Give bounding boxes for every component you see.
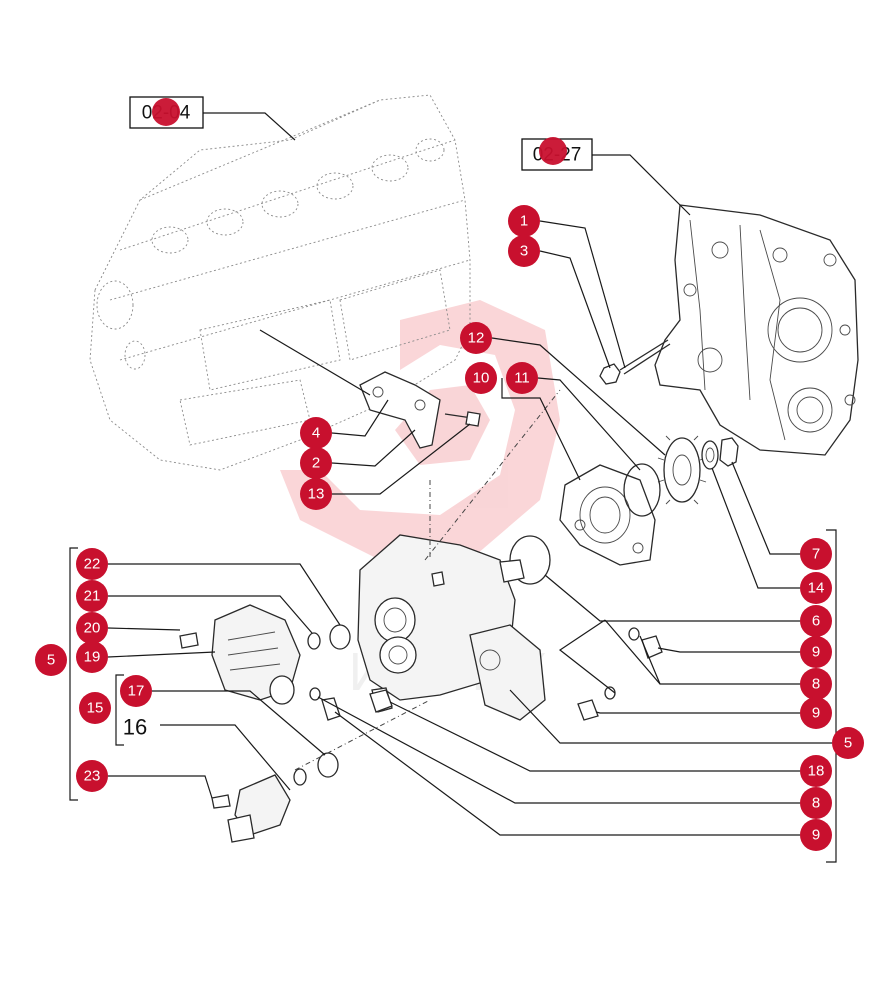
svg-text:5: 5: [844, 735, 852, 752]
svg-text:13: 13: [308, 486, 325, 503]
svg-text:9: 9: [812, 827, 820, 844]
drive-gear-drawing: [657, 435, 707, 505]
callout-9-lower[interactable]: 9: [800, 819, 832, 851]
solenoid-valve-drawing: [211, 774, 291, 843]
svg-text:5: 5: [47, 652, 55, 669]
svg-text:23: 23: [84, 768, 101, 785]
side-actuator-drawing: [179, 604, 301, 705]
callout-6[interactable]: 6: [800, 605, 832, 637]
callout-3[interactable]: 3: [508, 235, 540, 267]
svg-text:20: 20: [84, 620, 101, 637]
svg-text:9: 9: [812, 644, 820, 661]
callout-8-upper[interactable]: 8: [800, 668, 832, 700]
callout-17[interactable]: 17: [120, 675, 152, 707]
svg-text:7: 7: [812, 546, 820, 563]
callout-11[interactable]: 11: [506, 362, 538, 394]
stud-and-nut-drawing: [599, 339, 671, 385]
svg-text:10: 10: [473, 370, 490, 387]
assembly-centerlines: [294, 389, 561, 771]
callout-23[interactable]: 23: [76, 760, 108, 792]
svg-text:16: 16: [123, 715, 147, 740]
injection-pump-drawing: [357, 534, 546, 721]
callout-15[interactable]: 15: [79, 692, 111, 724]
callout-5-right[interactable]: 5: [832, 727, 864, 759]
callout-13[interactable]: 13: [300, 478, 332, 510]
svg-text:19: 19: [84, 649, 101, 666]
callout-21[interactable]: 21: [76, 580, 108, 612]
pump-flange-drawing: [509, 463, 661, 585]
callout-10[interactable]: 10: [465, 362, 497, 394]
callout-20[interactable]: 20: [76, 612, 108, 644]
svg-text:18: 18: [808, 763, 825, 780]
callout-1[interactable]: 1: [508, 205, 540, 237]
mounting-bracket-drawing: [259, 329, 481, 449]
callout-22[interactable]: 22: [76, 548, 108, 580]
leader-lines: [107, 112, 832, 836]
label-16[interactable]: 16: [123, 715, 147, 740]
callout-9-upper[interactable]: 9: [800, 636, 832, 668]
svg-text:17: 17: [128, 683, 145, 700]
svg-text:11: 11: [514, 370, 530, 387]
callout-19[interactable]: 19: [76, 641, 108, 673]
svg-text:12: 12: [468, 330, 485, 347]
svg-text:8: 8: [812, 676, 820, 693]
ref-box-engine-block: 02-04: [129, 96, 204, 129]
svg-text:2: 2: [312, 455, 320, 472]
svg-text:6: 6: [812, 613, 820, 630]
seals-and-fittings-drawing: [293, 624, 663, 786]
callout-18[interactable]: 18: [800, 755, 832, 787]
callout-14[interactable]: 14: [800, 572, 832, 604]
callout-5-left[interactable]: 5: [35, 644, 67, 676]
svg-text:9: 9: [812, 705, 820, 722]
gear-washer-nut-drawing: [701, 437, 739, 470]
callout-2[interactable]: 2: [300, 447, 332, 479]
callout-4[interactable]: 4: [300, 417, 332, 449]
timing-cover-drawing: [654, 204, 859, 456]
ref-box-timing-cover: 02-27: [521, 137, 593, 171]
svg-text:15: 15: [87, 700, 104, 717]
svg-text:21: 21: [84, 588, 101, 605]
svg-text:3: 3: [520, 243, 528, 260]
callout-8-lower[interactable]: 8: [800, 787, 832, 819]
group-brackets: [69, 529, 837, 863]
svg-text:1: 1: [520, 213, 528, 230]
svg-text:14: 14: [808, 580, 825, 597]
callout-12[interactable]: 12: [460, 322, 492, 354]
callout-9-middle[interactable]: 9: [800, 697, 832, 729]
callout-7[interactable]: 7: [800, 538, 832, 570]
svg-text:8: 8: [812, 795, 820, 812]
svg-text:22: 22: [84, 556, 101, 573]
svg-text:4: 4: [312, 425, 320, 442]
